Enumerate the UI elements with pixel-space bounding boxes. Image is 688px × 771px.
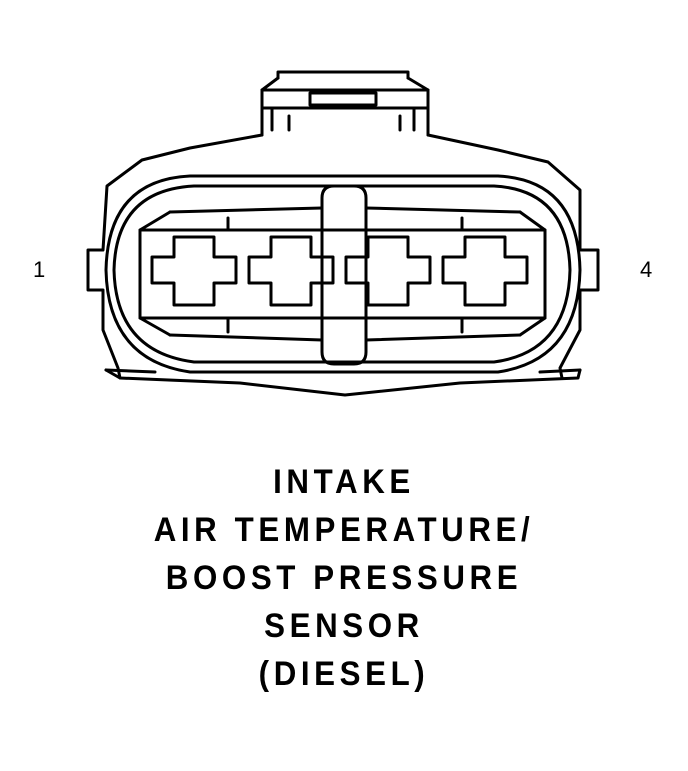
connector-housing xyxy=(86,133,600,397)
connector-seal xyxy=(104,174,582,374)
caption-line-5: (DIESEL) xyxy=(258,655,430,693)
pin-label-1: 1 xyxy=(33,257,46,282)
connector-caption: INTAKE AIR TEMPERATURE/ BOOST PRESSURE S… xyxy=(28,458,661,698)
terminal-cavity-2 xyxy=(247,235,335,307)
pin-label-4: 4 xyxy=(640,257,653,282)
caption-line-1: INTAKE xyxy=(273,463,415,501)
caption-line-4: SENSOR xyxy=(264,607,424,645)
caption-line-2: AIR TEMPERATURE/ xyxy=(153,511,535,549)
terminal-cavity-1 xyxy=(150,235,238,307)
caption-line-3: BOOST PRESSURE xyxy=(165,559,523,597)
terminal-cavity-3 xyxy=(344,235,432,307)
terminal-cavity-4 xyxy=(441,235,529,307)
terminal-cavities xyxy=(150,235,529,307)
connector-latch xyxy=(260,70,430,137)
connector-face xyxy=(138,184,547,366)
